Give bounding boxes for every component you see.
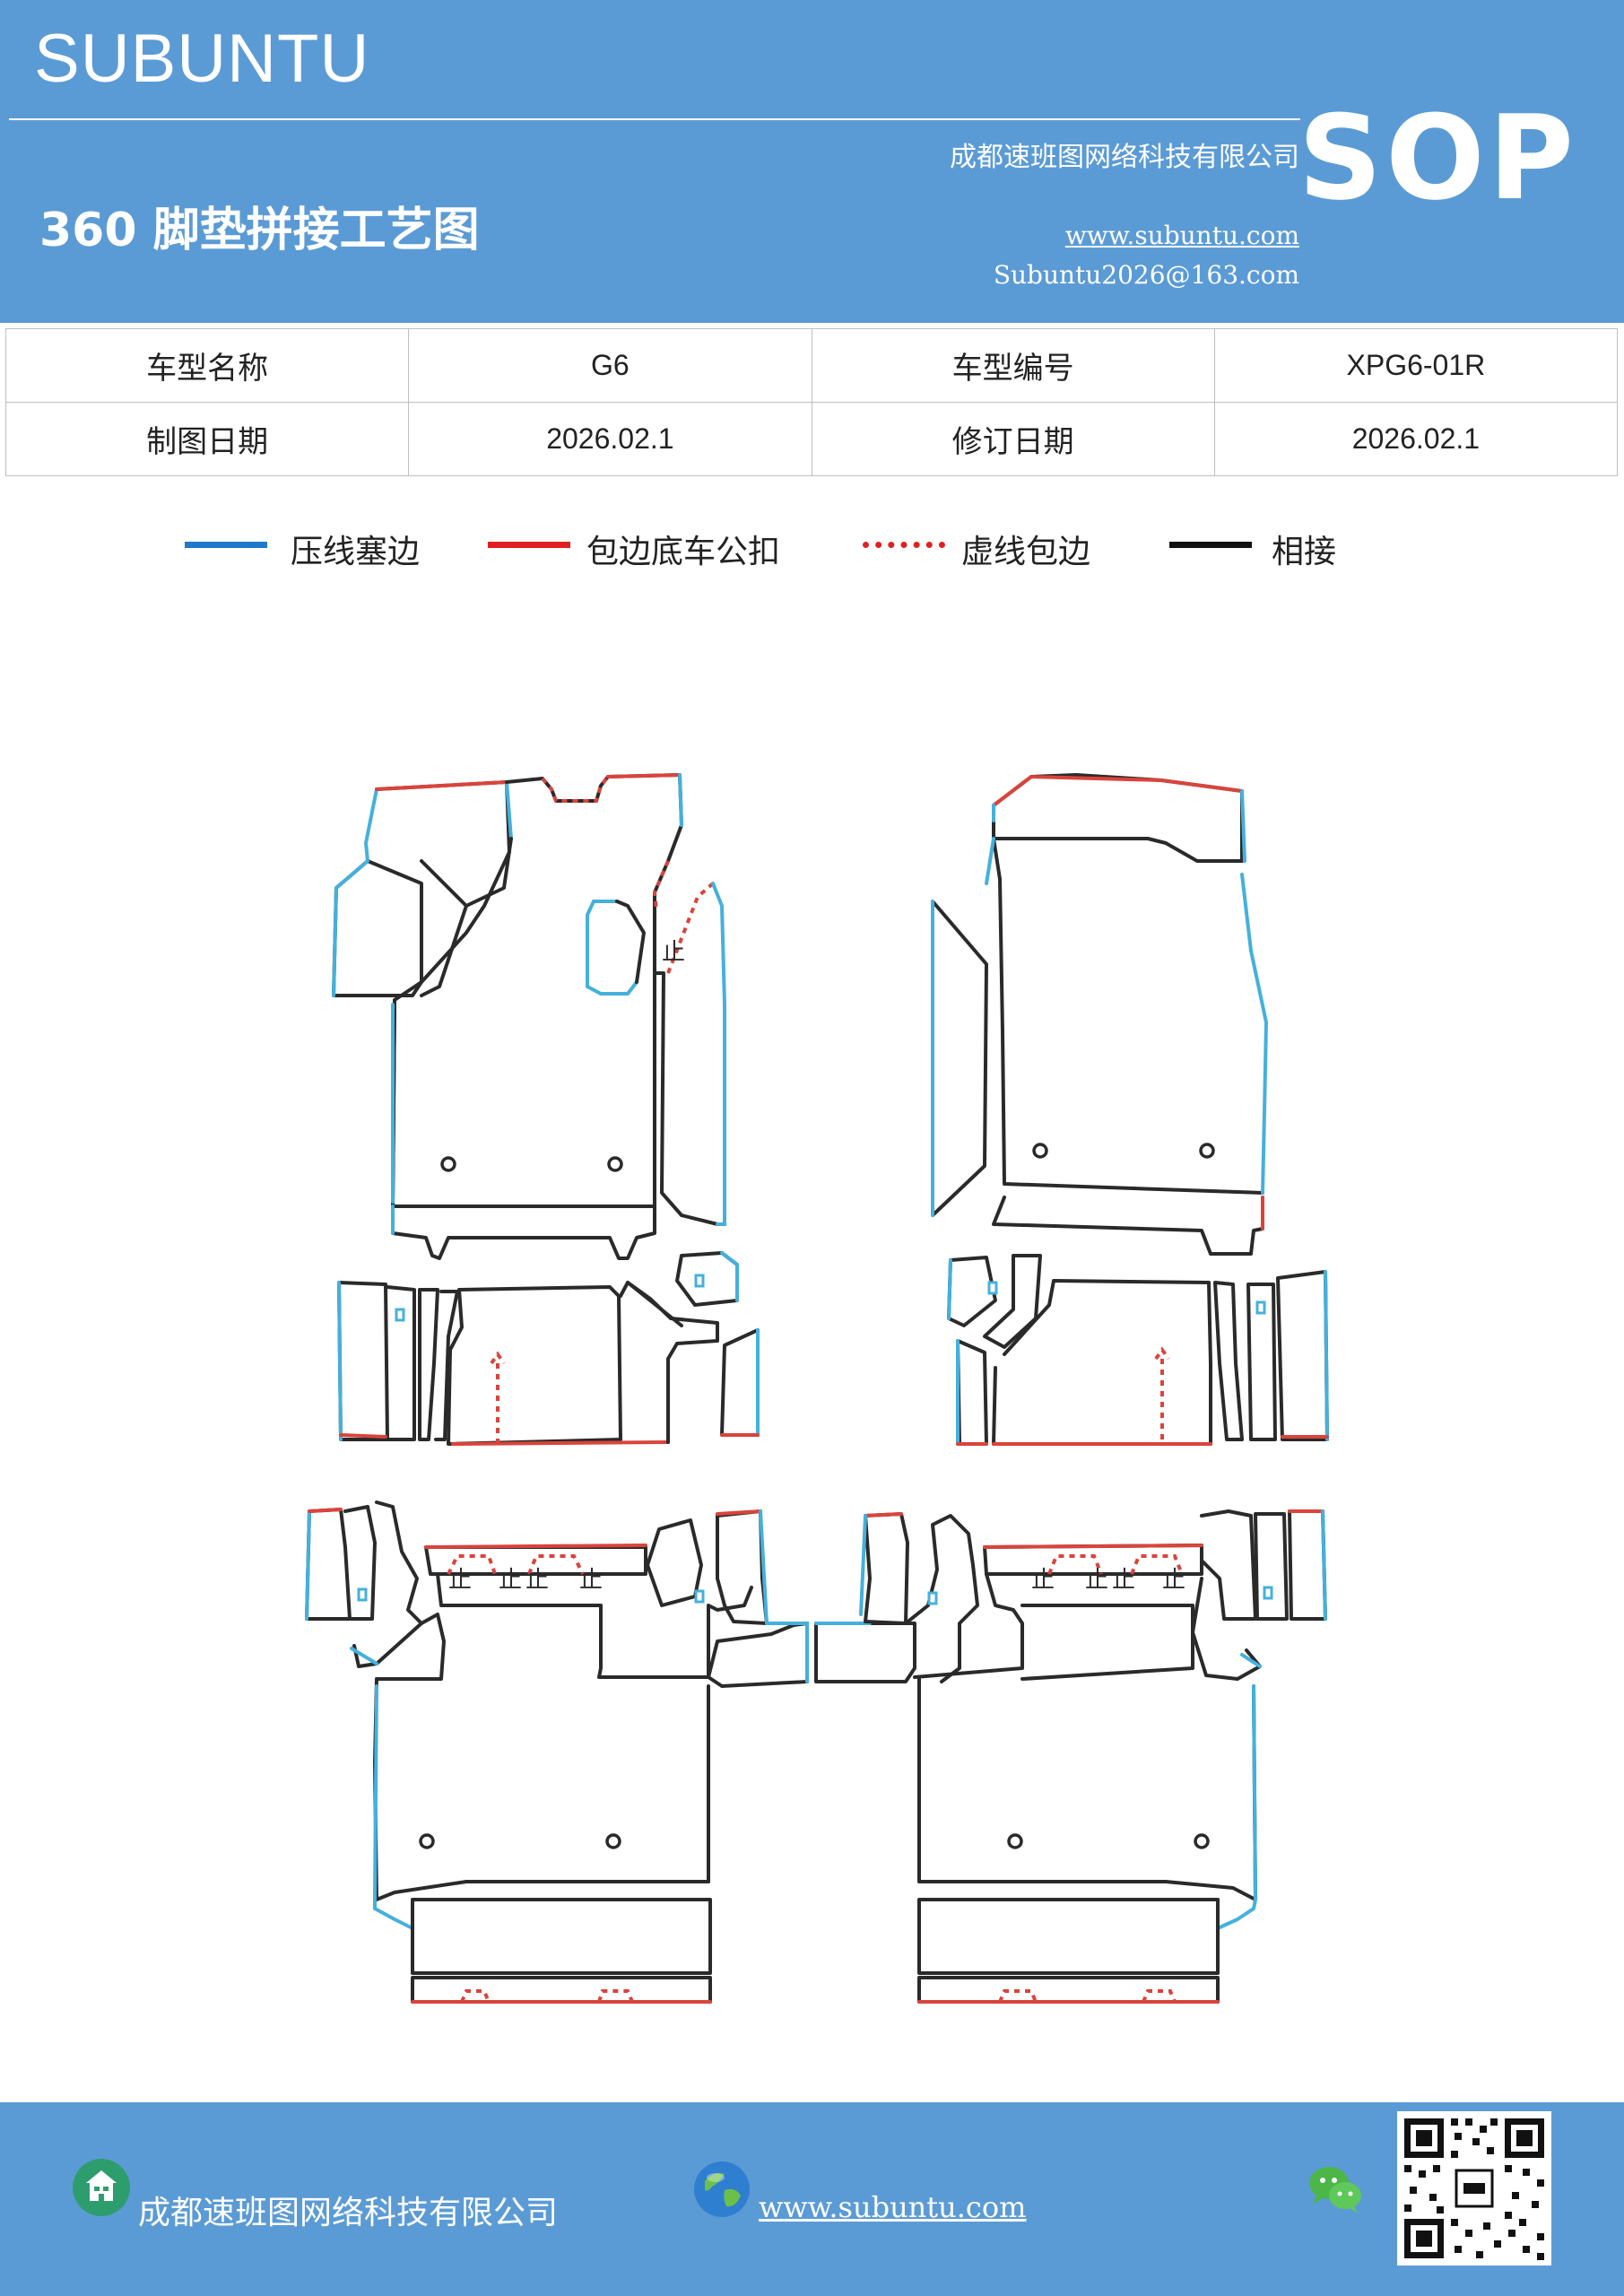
stop-marker: 止: [1031, 1567, 1055, 1594]
legend-label: 压线塞边: [291, 534, 421, 570]
globe-icon: [692, 2160, 751, 2219]
left-front-mat: 止: [332, 773, 726, 1260]
floor-mat-diagram: .seam { fill: none; stroke: #2a2a2a; str…: [305, 773, 1329, 2004]
right-front-mat: [931, 773, 1269, 1256]
stop-marker: 止: [662, 939, 685, 966]
model-info-table: 车型名称 G6 车型编号 XPG6-01R 制图日期 2026.02.1 修订日…: [4, 328, 1619, 476]
legend-label: 虚线包边: [961, 534, 1091, 570]
model-name-label: 车型名称: [4, 328, 410, 403]
stop-marker: 止: [1162, 1567, 1185, 1594]
header-website-link[interactable]: www.subuntu.com: [1064, 221, 1299, 250]
model-name-value: G6: [408, 328, 812, 403]
draw-date-label: 制图日期: [4, 402, 410, 476]
header-divider: [9, 118, 1300, 120]
footer-band: 成都速班图网络科技有限公司 www.subuntu.com: [0, 2102, 1624, 2296]
right-rear-mat: 止 止 止 止: [814, 1509, 1327, 2004]
header-company: 成都速班图网络科技有限公司: [950, 142, 1299, 173]
brand-name: SUBUNTU: [34, 21, 370, 97]
model-code-value: XPG6-01R: [1213, 328, 1619, 403]
footer-website-link[interactable]: www.subuntu.com: [759, 2190, 1027, 2224]
legend-label: 包边底车公扣: [586, 534, 781, 570]
stop-marker: 止: [1085, 1567, 1108, 1594]
revise-date-value: 2026.02.1: [1213, 402, 1619, 476]
revise-date-label: 修订日期: [811, 402, 1215, 476]
sop-badge: SOP: [1298, 90, 1577, 226]
left-rear-mat: 止 止 止 止: [305, 1500, 809, 2004]
page-title: 360 脚垫拼接工艺图: [39, 204, 480, 257]
left-middle-pieces: [337, 1251, 760, 1446]
legend-swatch: [488, 542, 570, 548]
qr-code: [1397, 2111, 1551, 2266]
legend-swatch: [185, 542, 267, 548]
stop-marker: 止: [525, 1567, 549, 1594]
legend-label: 相接: [1272, 534, 1337, 570]
header-band: SUBUNTU 成都速班图网络科技有限公司 SOP 360 脚垫拼接工艺图 ww…: [0, 0, 1624, 323]
table-row: 制图日期 2026.02.1 修订日期 2026.02.1: [4, 402, 1619, 476]
legend-swatch: [1169, 542, 1252, 548]
stop-marker: 止: [499, 1567, 522, 1594]
building-icon: [72, 2158, 131, 2217]
right-middle-pieces: [947, 1254, 1329, 1446]
footer-company: 成都速班图网络科技有限公司: [138, 2195, 559, 2231]
header-email: Subuntu2026@163.com: [993, 260, 1299, 290]
stop-marker: 止: [1112, 1567, 1135, 1594]
wechat-icon[interactable]: [1306, 2161, 1365, 2215]
legend-swatch: [863, 542, 945, 548]
stop-marker: 止: [579, 1567, 603, 1594]
draw-date-value: 2026.02.1: [408, 402, 812, 476]
stop-marker: 止: [448, 1567, 472, 1594]
table-row: 车型名称 G6 车型编号 XPG6-01R: [4, 328, 1619, 403]
model-code-label: 车型编号: [811, 328, 1215, 403]
